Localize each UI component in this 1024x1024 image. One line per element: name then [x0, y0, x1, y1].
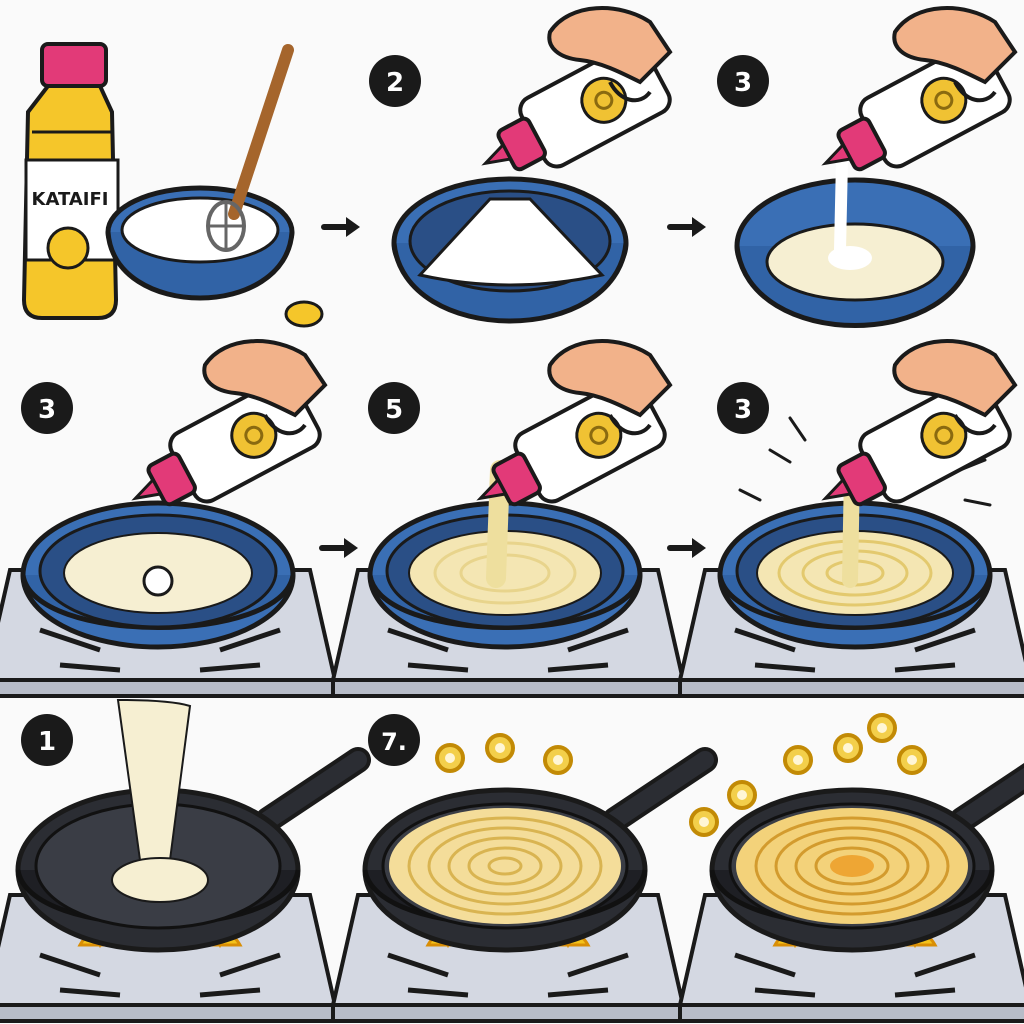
panel-5: 5 [333, 339, 706, 696]
panel-3: 3 [717, 6, 1017, 328]
step-number: 3 [734, 395, 752, 425]
step-number: 5 [385, 395, 403, 425]
oil-bottle-icon: KATAIFI [21, 42, 120, 320]
whisk-icon [206, 44, 294, 252]
panel-2: 2 [369, 6, 706, 324]
panel-8: 7. [333, 714, 718, 1021]
panel-1: KATAIFI [21, 42, 360, 328]
step-number: 2 [386, 68, 404, 98]
step-badge [369, 55, 421, 107]
frying-pan-icon [712, 763, 1024, 950]
step-badge [21, 714, 73, 766]
step-badge [368, 714, 420, 766]
frying-pan-icon [365, 747, 718, 950]
arrow-icon [670, 538, 706, 558]
panel-4: 3 [0, 339, 358, 696]
arrow-icon [322, 538, 358, 558]
panel-7: 1 [0, 698, 371, 1021]
step-badge [21, 382, 73, 434]
frying-pan-icon [18, 747, 371, 950]
step-badge [717, 55, 769, 107]
step-badge [368, 382, 420, 434]
bottle-label: KATAIFI [32, 189, 109, 210]
arrow-icon [670, 217, 706, 237]
step-badge [717, 382, 769, 434]
step-number: 3 [38, 395, 56, 425]
cooking-rings-icon [435, 733, 573, 775]
step-number: 1 [38, 727, 56, 757]
step-number: 3 [734, 68, 752, 98]
mixing-bowl-icon [391, 176, 629, 324]
frying-pan-icon [23, 503, 293, 647]
mixing-bowl-icon [105, 185, 295, 301]
oil-drop-icon [284, 300, 324, 328]
panel-9 [680, 713, 1024, 1021]
step-number: 7. [381, 728, 407, 756]
panel-6: 3 [680, 339, 1024, 696]
arrow-icon [324, 217, 360, 237]
